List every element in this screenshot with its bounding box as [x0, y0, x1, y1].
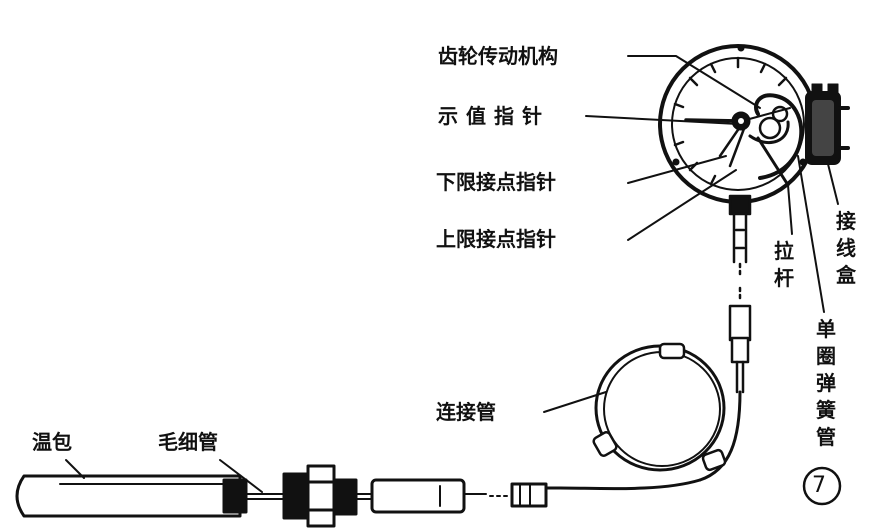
figure-number: 7 — [812, 473, 826, 498]
leader-lines — [65, 55, 839, 493]
pull-rod-shape — [756, 136, 790, 187]
bulb-shape — [15, 474, 242, 518]
label-pull-rod: 拉杆 — [774, 239, 794, 290]
bulb-assembly — [15, 464, 548, 528]
junction-box-shape — [805, 83, 850, 165]
label-bulb: 温包 — [32, 430, 72, 454]
label-bourdon-tube: 单圈弹簧管 — [816, 317, 836, 449]
label-upper-limit-needle: 上限接点指针 — [436, 227, 556, 251]
label-junction-box: 接线盒 — [836, 209, 856, 287]
label-connecting-tube: 连接管 — [436, 400, 496, 424]
label-capillary: 毛细管 — [158, 430, 218, 454]
upper-needle — [728, 124, 747, 168]
dial-ticks — [673, 56, 788, 186]
connecting-tube-coil — [543, 342, 742, 491]
label-lower-limit-needle: 下限接点指针 — [436, 170, 556, 194]
label-gear-mechanism: 齿轮传动机构 — [438, 44, 558, 68]
bourdon-tube-shape — [754, 93, 804, 180]
label-indicator-needle: 示值指针 — [438, 104, 550, 128]
gauge-stem — [728, 194, 752, 394]
figure-number-circle — [802, 466, 842, 506]
